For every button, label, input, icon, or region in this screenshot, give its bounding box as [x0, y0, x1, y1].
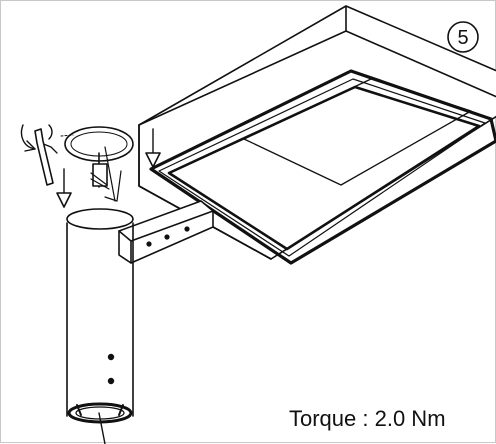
lens-panel [243, 78, 472, 186]
down-arrow-head [145, 128, 161, 168]
pole-top-plate [64, 126, 134, 202]
luminaire-head-body [138, 5, 496, 265]
mounting-bracket [118, 200, 214, 264]
step-badge: 5 [447, 21, 479, 53]
step-number: 5 [457, 27, 468, 49]
down-arrow-pole [56, 168, 72, 208]
allen-key-tool [20, 124, 54, 186]
pole-cylinder [66, 208, 134, 444]
torque-label: Torque : 2.0 Nm [289, 406, 446, 431]
